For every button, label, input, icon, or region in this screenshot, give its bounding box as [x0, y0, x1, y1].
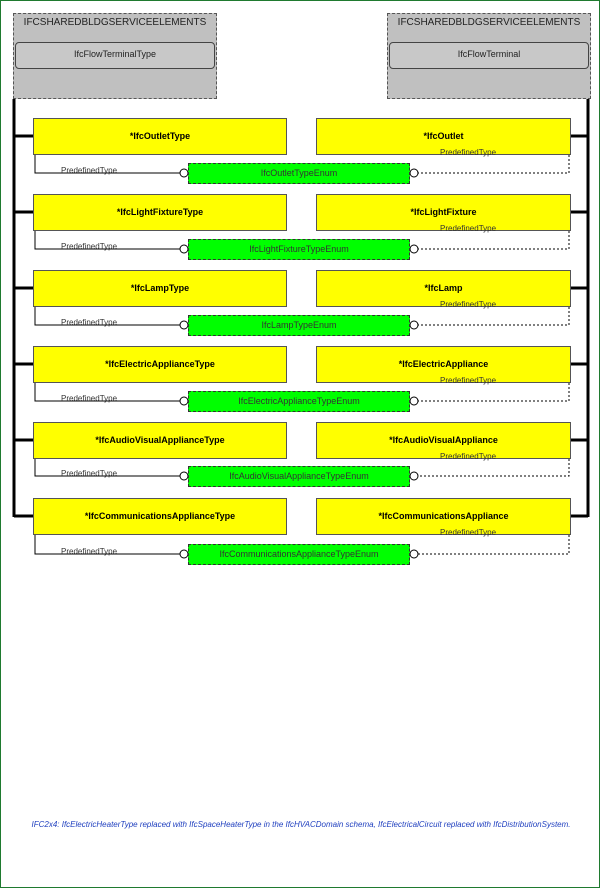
type-attribute-label: PredefinedType [61, 318, 118, 327]
occurrence-attribute-label: PredefinedType [440, 148, 497, 157]
occurrence-attribute-end-circle [409, 320, 419, 330]
occurrence-attribute-label: PredefinedType [440, 376, 497, 385]
type-attribute-line [34, 231, 184, 250]
enum-type-box: IfcLampTypeEnum [188, 315, 410, 336]
package-right: IFCSHAREDBLDGSERVICEELEMENTS IfcFlowTerm… [387, 13, 591, 99]
enum-type-box: IfcLightFixtureTypeEnum [188, 239, 410, 260]
type-attribute-line [34, 383, 184, 402]
occurrence-entity-box: *IfcCommunicationsAppliance [316, 498, 571, 535]
type-attribute-label: PredefinedType [61, 242, 118, 251]
occurrence-entity-box: *IfcLightFixture [316, 194, 571, 231]
occurrence-attribute-end-circle [409, 471, 419, 481]
occurrence-attribute-end-circle [409, 396, 419, 406]
occurrence-attribute-label: PredefinedType [440, 224, 497, 233]
occurrence-entity-box: *IfcAudioVisualAppliance [316, 422, 571, 459]
type-attribute-end-circle [179, 471, 189, 481]
occurrence-attribute-end-circle [409, 168, 419, 178]
type-attribute-end-circle [179, 244, 189, 254]
occurrence-attribute-line [414, 459, 570, 477]
type-attribute-end-circle [179, 320, 189, 330]
type-entity-box: *IfcElectricApplianceType [33, 346, 287, 383]
type-entity-box: *IfcAudioVisualApplianceType [33, 422, 287, 459]
occurrence-entity-box: *IfcLamp [316, 270, 571, 307]
type-entity-box: *IfcLampType [33, 270, 287, 307]
type-attribute-end-circle [179, 549, 189, 559]
type-attribute-end-circle [179, 168, 189, 178]
package-left-supertype: IfcFlowTerminalType [15, 42, 215, 69]
version-note: IFC2x4: IfcElectricHeaterType replaced w… [31, 820, 571, 829]
occurrence-attribute-line [414, 383, 570, 402]
occurrence-attribute-end-circle [409, 549, 419, 559]
package-left-title: IFCSHAREDBLDGSERVICEELEMENTS [23, 17, 207, 28]
enum-type-box: IfcElectricApplianceTypeEnum [188, 391, 410, 412]
type-attribute-label: PredefinedType [61, 166, 118, 175]
enum-type-box: IfcOutletTypeEnum [188, 163, 410, 184]
type-entity-box: *IfcOutletType [33, 118, 287, 155]
occurrence-entity-box: *IfcOutlet [316, 118, 571, 155]
type-attribute-line [34, 307, 184, 326]
occurrence-attribute-end-circle [409, 244, 419, 254]
occurrence-entity-box: *IfcElectricAppliance [316, 346, 571, 383]
type-entity-box: *IfcCommunicationsApplianceType [33, 498, 287, 535]
package-left: IFCSHAREDBLDGSERVICEELEMENTS IfcFlowTerm… [13, 13, 217, 99]
type-attribute-line [34, 535, 184, 555]
type-entity-box: *IfcLightFixtureType [33, 194, 287, 231]
enum-type-box: IfcAudioVisualApplianceTypeEnum [188, 466, 410, 487]
type-attribute-label: PredefinedType [61, 547, 118, 556]
occurrence-attribute-line [414, 307, 570, 326]
package-right-supertype: IfcFlowTerminal [389, 42, 589, 69]
occurrence-attribute-line [414, 231, 570, 250]
enum-type-box: IfcCommunicationsApplianceTypeEnum [188, 544, 410, 565]
type-attribute-label: PredefinedType [61, 469, 118, 478]
type-attribute-line [34, 155, 184, 174]
type-attribute-label: PredefinedType [61, 394, 118, 403]
occurrence-attribute-label: PredefinedType [440, 528, 497, 537]
type-attribute-line [34, 459, 184, 477]
occurrence-attribute-label: PredefinedType [440, 300, 497, 309]
occurrence-attribute-label: PredefinedType [440, 452, 497, 461]
type-attribute-end-circle [179, 396, 189, 406]
package-right-title: IFCSHAREDBLDGSERVICEELEMENTS [397, 17, 581, 28]
occurrence-attribute-line [414, 155, 570, 174]
occurrence-attribute-line [414, 535, 570, 555]
